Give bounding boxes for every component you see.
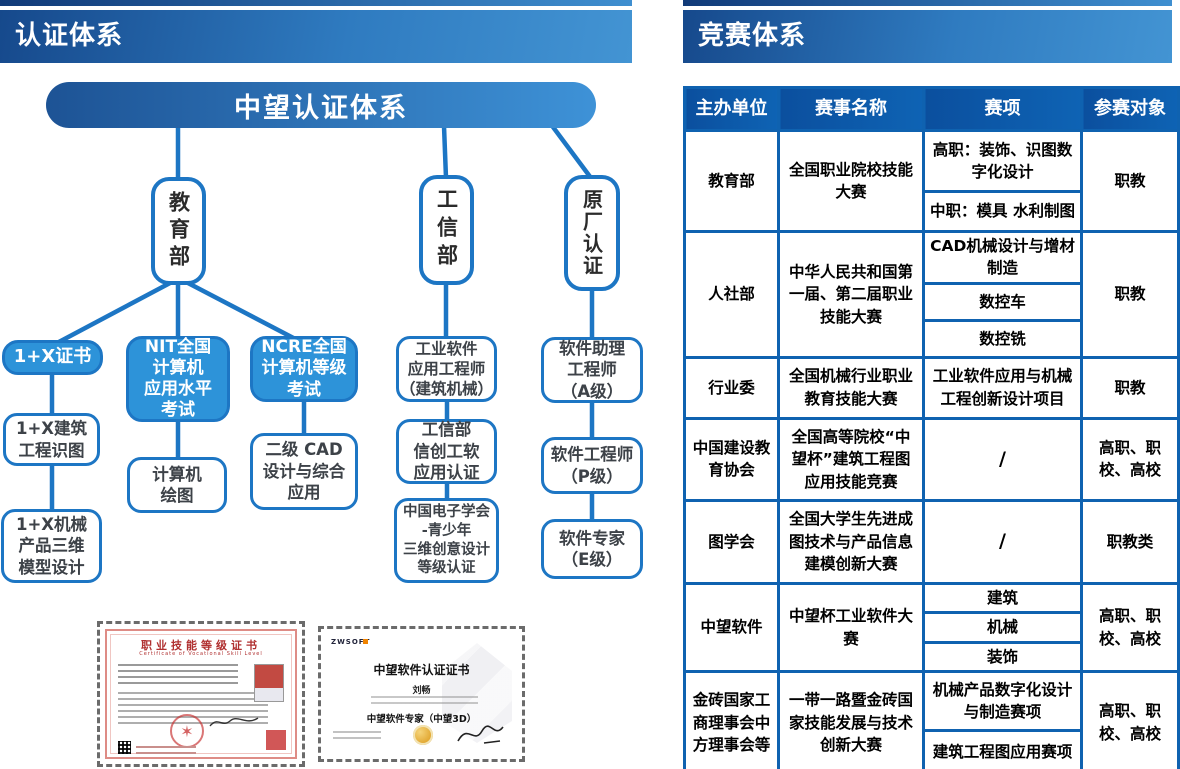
cell-category: 工业软件应用与机械工程创新设计项目 bbox=[922, 355, 1083, 420]
cell-participants: 职教 bbox=[1080, 129, 1180, 233]
cell-participants: 高职、职校、高校 bbox=[1080, 670, 1180, 769]
certificate-detail-lines bbox=[371, 696, 478, 705]
node-assistant-engineer-a: 软件助理 工程师 （A级） bbox=[541, 337, 643, 403]
branch-node-moe: 教育部 bbox=[151, 177, 206, 285]
node-industrial-software-engineer: 工业软件 应用工程师 （建筑机械） bbox=[396, 336, 497, 402]
round-red-seal: ✶ bbox=[170, 714, 204, 748]
table-row: 数控车 bbox=[685, 281, 1179, 322]
right-top-accent-bar bbox=[683, 0, 1172, 6]
certificate-subtitle: Certificate of Vocational Skill Level bbox=[139, 651, 263, 657]
cell-category: 机械 bbox=[922, 611, 1083, 644]
cell-category: 建筑 bbox=[922, 581, 1083, 615]
cell-category: 数控铣 bbox=[922, 318, 1083, 359]
node-1x-mechanical-3d: 1+X机械 产品三维 模型设计 bbox=[1, 509, 102, 583]
certificate-red-frame bbox=[105, 629, 297, 759]
certificate-footer-lines bbox=[333, 731, 381, 743]
cell-organizer: 中望软件 bbox=[683, 581, 780, 674]
table-row: 图学会 全国大学生先进成图技术与产品信息建模创新大赛 / 职教类 bbox=[683, 498, 1180, 585]
column-header-event: 赛事名称 bbox=[777, 86, 925, 132]
cell-event: 中华人民共和国第一届、第二届职业技能大赛 bbox=[777, 230, 925, 359]
cell-organizer: 图学会 bbox=[683, 498, 780, 585]
table-header-row: 主办单位 赛事名称 赛项 参赛对象 bbox=[683, 86, 1180, 132]
certificate-id-photo bbox=[254, 664, 284, 702]
certificate-footer-lines bbox=[136, 746, 196, 754]
table-row: 人社部 中华人民共和国第一届、第二届职业技能大赛 CAD机械设计与增材制造 职教 bbox=[683, 230, 1180, 359]
table-row: 中职：模具 水利制图 bbox=[685, 190, 1179, 233]
cell-organizer: 人社部 bbox=[683, 230, 780, 359]
left-section-title: 认证体系 bbox=[0, 10, 632, 63]
competition-table: 主办单位 赛事名称 赛项 参赛对象 教育部 全国职业院校技能大赛 高职：装饰、识… bbox=[683, 86, 1180, 769]
node-cad-level2: 二级 CAD 设计与综合 应用 bbox=[250, 433, 358, 510]
cell-event: 全国大学生先进成图技术与产品信息建模创新大赛 bbox=[777, 498, 925, 585]
cell-category: 建筑工程图应用赛项 bbox=[922, 729, 1083, 769]
table-row: 数控铣 bbox=[685, 318, 1179, 359]
table-row: 教育部 全国职业院校技能大赛 高职：装饰、识图数字化设计 职教 bbox=[683, 129, 1180, 233]
connector-lines bbox=[49, 123, 595, 524]
cell-event: 中望杯工业软件大赛 bbox=[777, 581, 925, 674]
certificate-grade: 中望软件专家（中望3D） bbox=[366, 714, 477, 725]
node-1x-certificate: 1+X证书 bbox=[2, 340, 103, 375]
zwsoft-logo: ZWSOFT bbox=[331, 638, 371, 646]
cell-category: CAD机械设计与增材制造 bbox=[922, 230, 1083, 285]
table-row: 中国建设教育协会 全国高等院校“中望杯”建筑工程图应用技能竞赛 / 高职、职校、… bbox=[683, 416, 1180, 502]
certificate-zwsoft: ZWSOFT 中望软件认证证书 刘畅 中望软件专家（中望3D） bbox=[318, 626, 525, 762]
table-row: 装饰 bbox=[685, 640, 1179, 674]
column-header-category: 赛项 bbox=[922, 86, 1083, 132]
node-xinchuang-certification: 工信部 信创工软 应用认证 bbox=[396, 419, 497, 484]
root-node: 中望认证体系 bbox=[46, 82, 596, 128]
right-section-title: 竞赛体系 bbox=[683, 10, 1172, 63]
cell-category: 高职：装饰、识图数字化设计 bbox=[922, 129, 1083, 193]
certificate-title: 中望软件认证证书 bbox=[373, 663, 470, 677]
node-1x-construction-drawing: 1+X建筑 工程识图 bbox=[3, 413, 100, 466]
signature bbox=[457, 725, 504, 744]
cell-organizer: 金砖国家工商理事会中方理事会等 bbox=[683, 670, 780, 769]
node-cie-youth-3d: 中国电子学会 -青少年 三维创意设计 等级认证 bbox=[394, 498, 499, 583]
square-red-seal bbox=[266, 730, 286, 750]
table-row: 机械 bbox=[685, 611, 1179, 644]
cell-participants: 职教 bbox=[1080, 355, 1180, 420]
cell-organizer: 行业委 bbox=[683, 355, 780, 420]
cell-participants: 职教类 bbox=[1080, 498, 1180, 585]
cell-category: 数控车 bbox=[922, 281, 1083, 322]
cell-category: 机械产品数字化设计与制造赛项 bbox=[922, 670, 1083, 733]
cell-participants: 职教 bbox=[1080, 230, 1180, 359]
cell-organizer: 教育部 bbox=[683, 129, 780, 233]
node-ncre-exam: NCRE全国 计算机等级 考试 bbox=[250, 336, 358, 402]
certificate-title: 职业技能等级证书 bbox=[141, 639, 261, 652]
branch-node-oem: 原厂认证 bbox=[564, 175, 620, 291]
cell-category: 装饰 bbox=[922, 640, 1083, 674]
node-nit-exam: NIT全国 计算机 应用水平 考试 bbox=[126, 336, 230, 422]
cell-category: 中职：模具 水利制图 bbox=[922, 190, 1083, 233]
gold-medal-badge bbox=[413, 725, 433, 745]
cell-category: / bbox=[922, 498, 1083, 585]
cell-event: 一带一路暨金砖国家技能发展与技术创新大赛 bbox=[777, 670, 925, 769]
node-software-expert-e: 软件专家 （E级） bbox=[541, 519, 643, 579]
cell-event: 全国职业院校技能大赛 bbox=[777, 129, 925, 233]
cell-category: / bbox=[922, 416, 1083, 502]
node-computer-drawing: 计算机 绘图 bbox=[127, 457, 227, 513]
table-row: 建筑工程图应用赛项 bbox=[685, 729, 1179, 769]
qr-code bbox=[118, 741, 131, 754]
signature bbox=[209, 717, 259, 727]
zwsoft-logo-accent bbox=[363, 639, 368, 644]
column-header-organizer: 主办单位 bbox=[683, 86, 780, 132]
certificate-body-text-lines bbox=[118, 664, 238, 686]
branch-node-miit: 工信部 bbox=[419, 175, 474, 285]
column-header-participants: 参赛对象 bbox=[1080, 86, 1180, 132]
certificate-holder-name: 刘畅 bbox=[412, 686, 431, 696]
table-row: 行业委 全国机械行业职业教育技能大赛 工业软件应用与机械工程创新设计项目 职教 bbox=[683, 355, 1180, 420]
cell-participants: 高职、职校、高校 bbox=[1080, 416, 1180, 502]
cell-organizer: 中国建设教育协会 bbox=[683, 416, 780, 502]
table-row: 金砖国家工商理事会中方理事会等 一带一路暨金砖国家技能发展与技术创新大赛 机械产… bbox=[683, 670, 1180, 769]
cell-participants: 高职、职校、高校 bbox=[1080, 581, 1180, 674]
cell-event: 全国高等院校“中望杯”建筑工程图应用技能竞赛 bbox=[777, 416, 925, 502]
node-software-engineer-p: 软件工程师 （P级） bbox=[541, 437, 643, 494]
certificate-vocational-skill: 职业技能等级证书 Certificate of Vocational Skill… bbox=[97, 621, 305, 767]
left-top-accent-bar bbox=[0, 0, 632, 6]
table-row: 中望软件 中望杯工业软件大赛 建筑 高职、职校、高校 bbox=[683, 581, 1180, 674]
cell-event: 全国机械行业职业教育技能大赛 bbox=[777, 355, 925, 420]
